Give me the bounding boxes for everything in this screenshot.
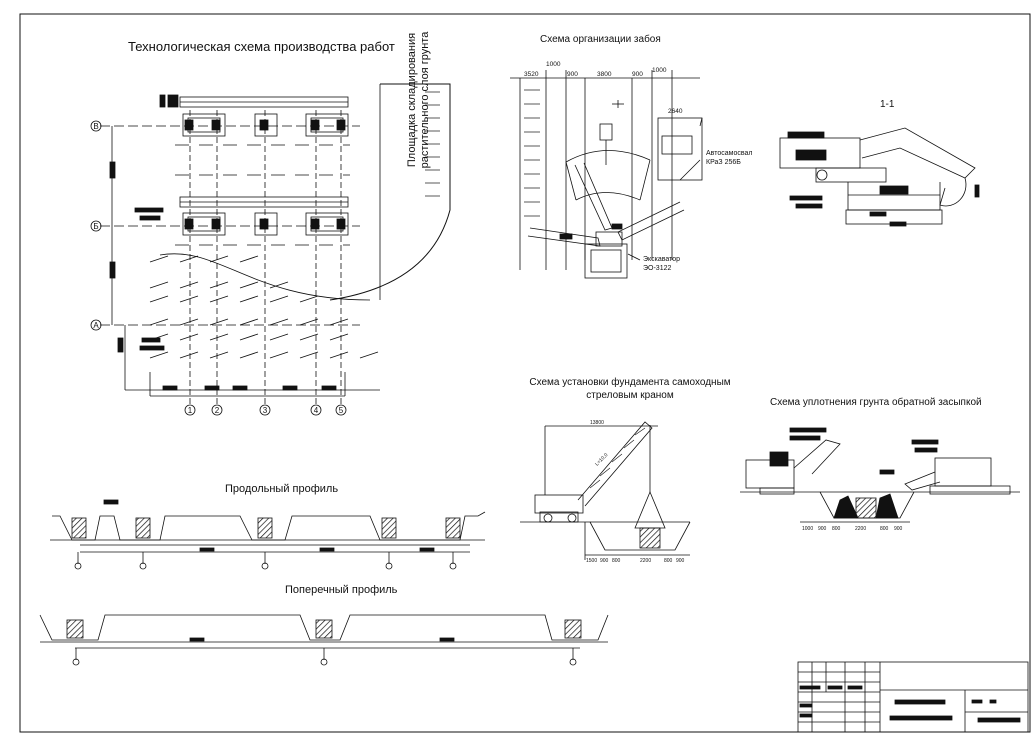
axis-label: А xyxy=(93,321,99,330)
svg-text:900: 900 xyxy=(676,558,685,564)
storage-area-label: Площадка складирования растительного сло… xyxy=(406,31,432,169)
svg-text:13800: 13800 xyxy=(590,420,604,426)
sheet-frame xyxy=(19,13,1031,733)
cross-profile xyxy=(39,614,609,666)
svg-text:3520: 3520 xyxy=(524,71,539,78)
axis-marker xyxy=(90,220,102,232)
truck-label: Автосамосвал КРаЗ 256Б xyxy=(706,150,752,168)
excavator-label-line1: Экскаватор xyxy=(643,256,681,263)
svg-text:900: 900 xyxy=(567,71,578,78)
svg-text:900: 900 xyxy=(894,526,903,532)
svg-text:900: 900 xyxy=(818,526,827,532)
compaction-scheme xyxy=(740,427,1020,523)
main-plan xyxy=(90,83,451,416)
section-1-1 xyxy=(779,127,980,227)
axis-label: Б xyxy=(93,222,98,231)
svg-text:900: 900 xyxy=(600,558,609,564)
svg-text:2640: 2640 xyxy=(668,108,683,115)
cross-profile-title: Поперечный профиль xyxy=(285,584,398,596)
axis-label: 4 xyxy=(314,406,319,415)
axis-label: 3 xyxy=(263,406,268,415)
excavator-label-line2: ЭО-3122 xyxy=(643,264,672,272)
svg-text:800: 800 xyxy=(612,558,621,564)
svg-text:3800: 3800 xyxy=(597,71,612,78)
title-block xyxy=(797,661,1029,733)
svg-text:1000: 1000 xyxy=(802,526,813,532)
svg-text:1000: 1000 xyxy=(546,61,561,68)
excavator-label: Экскаватор ЭО-3122 xyxy=(643,256,680,274)
truck-label-line2: КРаЗ 256Б xyxy=(706,158,741,166)
longitudinal-profile-title: Продольный профиль xyxy=(225,483,339,495)
section-title: 1-1 xyxy=(880,99,895,110)
svg-text:900: 900 xyxy=(632,71,643,78)
axis-label: 2 xyxy=(215,406,220,415)
compaction-scheme-title: Схема уплотнения грунта обратной засыпко… xyxy=(770,397,982,408)
main-scheme-title: Технологическая схема производства работ xyxy=(128,39,395,54)
face-scheme xyxy=(510,70,703,279)
svg-text:800: 800 xyxy=(664,558,673,564)
axis-label: В xyxy=(93,122,98,131)
svg-text:800: 800 xyxy=(880,526,889,532)
axis-marker xyxy=(90,120,102,132)
truck-label-line1: Автосамосвал xyxy=(706,150,753,157)
axis-label: 5 xyxy=(339,406,344,415)
face-dimensions: 3520 900 3800 900 1000 1000 2640 xyxy=(524,61,683,115)
svg-text:1500: 1500 xyxy=(586,558,597,564)
svg-text:2200: 2200 xyxy=(640,558,651,564)
svg-text:800: 800 xyxy=(832,526,841,532)
svg-text:1000: 1000 xyxy=(652,67,667,74)
crane-scheme xyxy=(520,421,691,560)
compaction-dimensions: 1000 900 800 2200 800 900 xyxy=(802,526,903,532)
face-scheme-title: Схема организации забоя xyxy=(540,34,661,45)
crane-scheme-title: Схема установки фундамента самоходным ст… xyxy=(529,377,731,401)
axis-label: 1 xyxy=(188,406,193,415)
svg-text:2200: 2200 xyxy=(855,526,866,532)
axis-marker xyxy=(90,319,102,331)
svg-text:L=10,0: L=10,0 xyxy=(594,452,609,467)
longitudinal-profile xyxy=(50,499,486,570)
